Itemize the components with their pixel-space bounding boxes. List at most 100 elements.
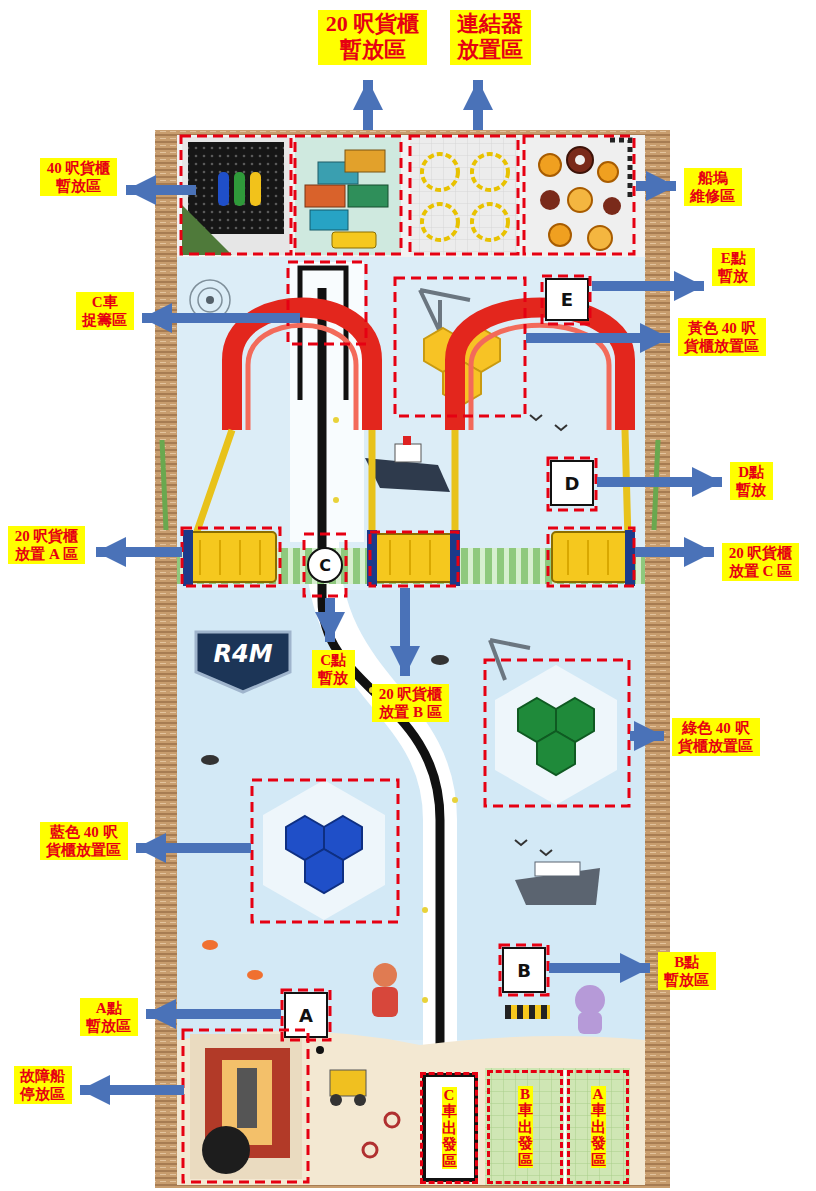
barrier [505,1005,550,1019]
gear-hole [575,155,585,165]
region-outline [182,528,280,586]
track-dot [333,417,339,423]
callout-label: 20 呎貨櫃 放置 A 區 [8,526,85,564]
container [345,150,385,172]
top-strip [177,135,645,257]
leader-arrow [363,80,373,130]
label-box: B [505,950,543,990]
callout-label: C點 暫放 [312,650,355,688]
callout-text: 20 呎貨櫃 暫放區 [322,11,423,64]
region-outline [548,458,596,510]
callout-label: A點 暫放區 [80,998,138,1036]
worker-figure [373,963,397,987]
pole-base [183,530,193,586]
callout-text: 20 呎貨櫃 放置 A 區 [12,527,81,563]
ring [385,1113,399,1127]
leader-arrow [597,477,722,487]
start-zone-box: B車出發區 [487,1070,563,1184]
region-outline [295,136,401,254]
logo-text: R4M [213,640,272,668]
dock-area [525,137,633,255]
point-tile [546,279,588,320]
yellow-container [374,534,454,582]
start-box [424,1075,476,1180]
callout-label: C車 捉籌區 [76,292,134,330]
label-box: A [287,995,325,1035]
region-outline [410,136,518,254]
red-arch [232,308,372,431]
callout-text: A點 暫放區 [84,999,134,1035]
leader-arrow [325,598,335,642]
callout-label: B點 暫放區 [658,952,716,990]
callout-text: 連結器 放置區 [454,11,527,64]
gear [549,224,571,246]
connector-ring [472,154,508,190]
dot [316,1046,324,1054]
callout-label: 藍色 40 呎 貨櫃放置區 [40,822,128,860]
gear [598,162,618,182]
leader-arrow [635,547,714,557]
callout-label: 船塢 維修區 [684,168,742,206]
yellow-post [250,172,261,206]
green-stalk [162,440,658,530]
fish [202,940,218,950]
connector-ring [422,204,458,240]
region-outline [370,532,458,586]
gear [539,154,561,176]
point-tile [503,948,545,992]
region-outline [181,136,291,254]
point-letter: E [561,289,573,310]
connector-ring [422,154,458,190]
vertical-label: A車出發區 [591,1086,606,1169]
callout-text: 藍色 40 呎 貨櫃放置區 [44,823,124,859]
leader-arrow [526,333,670,343]
ship-funnel [403,436,411,445]
callout-label: 20 呎貨櫃 放置 C 區 [722,543,799,581]
logo-shield [196,632,290,692]
leader-arrow [592,281,704,291]
green-hex [537,731,575,775]
barrier [505,1005,550,1019]
leader-arrow [136,843,251,853]
leader-arrow [630,731,664,741]
container-yard [295,137,401,255]
fish [247,970,263,980]
callout-text: 故障船 停放區 [18,1067,68,1103]
callout-text: C車 捉籌區 [80,293,130,329]
repair-pad [190,1034,302,1179]
connector-ring [472,204,508,240]
region-outline [485,660,629,806]
callout-text: E點 暫放 [716,249,751,285]
callout-label: 連結器 放置區 [450,10,531,65]
region-outline [252,780,398,922]
fish [431,655,449,665]
point-letter: C [319,556,331,575]
ship-hull [365,458,450,492]
hex-pad [263,780,385,920]
point-letter: A [299,1005,313,1026]
callout-text: C點 暫放 [316,651,351,687]
hex-pad [495,665,617,805]
label-box: R4M [198,638,288,670]
region-outline [288,262,366,344]
arch-pole [194,430,628,540]
shore [177,1031,645,1185]
start-zone-box: A車出發區 [567,1070,629,1184]
callout-label: 黃色 40 呎 貨櫃放置區 [678,318,766,356]
callout-text: 20 呎貨櫃 放置 B 區 [376,685,445,721]
region-outline [500,945,548,995]
gear [540,190,560,210]
region-outline [542,276,590,324]
blue-post [218,172,229,206]
region-outline [282,990,330,1040]
yellow-block [332,232,376,248]
pegboard [188,142,284,234]
vertical-label: B車出發區 [518,1086,533,1169]
gear [567,147,593,173]
leader-arrow [126,185,196,195]
leader-arrow [549,963,650,973]
callout-label: 故障船 停放區 [14,1066,72,1104]
ship-bridge [395,444,421,462]
gear [588,226,612,250]
